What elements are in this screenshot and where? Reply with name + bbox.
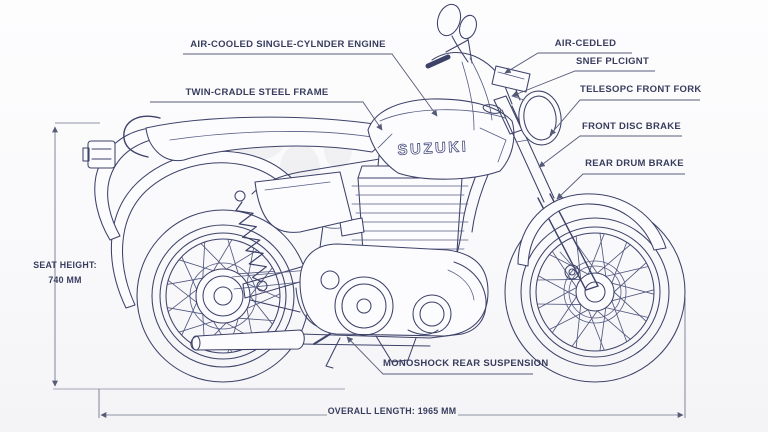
callout-rear-brake-label: REAR DRUM BRAKE <box>585 158 684 169</box>
front-wheel <box>504 201 686 383</box>
callout-front-brake-label: FRONT DISC BRAKE <box>581 121 682 132</box>
dimension-lines <box>52 122 686 418</box>
tail-light <box>87 140 116 169</box>
bodywork <box>145 98 515 233</box>
mirror <box>436 3 462 37</box>
callout-engine-label: AIR-COOLED SINGLE-CYLNDER ENGINE <box>190 39 386 50</box>
tank-logo-text: SUZUKI <box>397 138 469 159</box>
mirror-2 <box>459 14 477 40</box>
callout-rear-suspension-label: MONOSHOCK REAR SUSPENSION <box>383 358 549 369</box>
callout-leader-lines <box>150 52 700 375</box>
exhaust <box>190 261 487 351</box>
seat <box>145 116 389 162</box>
rear-fender <box>82 115 319 309</box>
callout-snef-label: SNEF PLCIGNT <box>575 56 650 67</box>
callout-air-cooled-label: AIR-CEDLED <box>554 38 617 49</box>
overall-length-dimension: OVERALL LENGTH: 1965 MM <box>327 406 457 416</box>
speedometer <box>491 65 531 93</box>
seat-height-value: 740 MM <box>48 274 82 285</box>
callout-frame-label: TWIN-CRADLE STEEL FRAME <box>185 87 329 98</box>
callout-front-fork-label: TELESOPC FRONT FORK <box>580 84 702 95</box>
seat-height-dimension: SEAT HEIGHT: 740 MM <box>15 258 115 287</box>
seat-height-label: SEAT HEIGHT: <box>33 260 97 270</box>
headlight <box>518 90 562 146</box>
fuel-tank <box>367 98 515 180</box>
rear-wheel <box>136 209 310 383</box>
front-fender <box>517 193 667 271</box>
